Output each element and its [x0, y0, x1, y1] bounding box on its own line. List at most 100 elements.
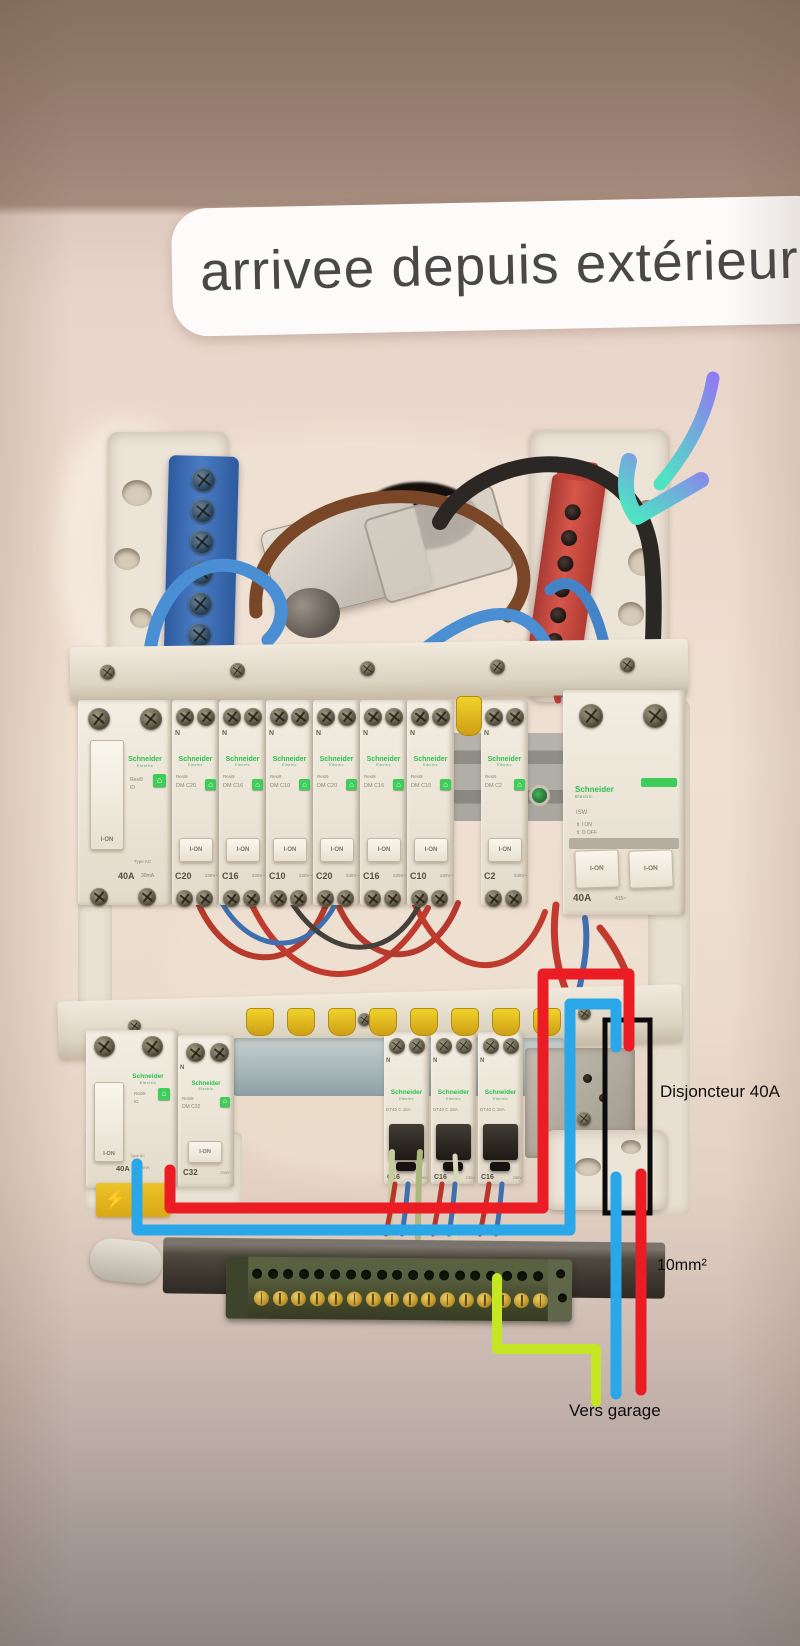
sensitivity-label: 30mA	[141, 873, 155, 879]
terminal-screw	[432, 708, 450, 726]
schneider-electric-label: Electric	[139, 1080, 157, 1085]
bottom-screw	[196, 890, 213, 907]
voltage-label: 230V~	[392, 873, 406, 878]
schneider-logo: Schneider	[437, 1089, 470, 1096]
destination-label: Vers garage	[569, 1401, 661, 1420]
schneider-electric-label: Electric	[575, 794, 593, 799]
eco-badge-icon	[440, 779, 451, 790]
model-label: DM C16	[223, 783, 244, 789]
rating-label: 40A	[116, 1164, 130, 1173]
model-label: ID	[130, 785, 135, 791]
green-stripe	[641, 778, 677, 787]
toggle-tab	[443, 1162, 463, 1171]
model-label: DT40 C 16A	[386, 1107, 411, 1112]
series-label: Resi9	[176, 774, 188, 779]
schneider-logo: Schneider	[413, 756, 448, 763]
schneider-electric-label: Electric	[235, 763, 250, 767]
bottom-screw	[337, 890, 354, 907]
series-label: Resi9	[223, 774, 235, 779]
terminal-screw	[643, 704, 667, 728]
red-jumper-wire	[335, 900, 461, 958]
voltage-label: 230V~	[204, 873, 218, 878]
neutral-mark: N	[269, 730, 275, 737]
neutral-mark: N	[484, 730, 490, 737]
type-label: Type AC	[134, 859, 152, 864]
main-switch-40a: Schneider Electric ISW I ON O OFF I-ON I…	[563, 690, 685, 915]
off-indicator: O OFF	[576, 830, 597, 836]
bottom-screw	[364, 890, 381, 907]
terminal-screw	[270, 708, 288, 726]
breaker-toggle: I-ON	[367, 838, 401, 862]
neutral-mark: N	[175, 730, 181, 737]
eco-badge-icon	[252, 779, 263, 790]
eco-badge-icon	[393, 779, 404, 790]
terminal-screw	[483, 1038, 499, 1054]
schneider-logo: Schneider	[225, 756, 260, 763]
din-end-stop	[456, 696, 482, 736]
busbar-tooth	[410, 1008, 438, 1036]
terminal-screw	[411, 708, 429, 726]
eco-badge-icon	[346, 779, 357, 790]
toggle-tab	[490, 1162, 510, 1171]
neutral-mark: N	[316, 730, 322, 737]
toggle-label: I-ON	[100, 837, 114, 843]
schneider-logo: Schneider	[272, 756, 307, 763]
voltage-label: 230V~	[439, 873, 453, 878]
schneider-logo: Schneider	[575, 785, 614, 794]
lightning-icon: ⚡	[104, 1189, 127, 1209]
schneider-logo: Schneider	[178, 756, 213, 763]
hand-drawn-arrow-shaft	[653, 371, 720, 491]
bracket-hole	[130, 608, 152, 628]
schneider-electric-label: Electric	[282, 763, 297, 767]
series-label: Resi9	[364, 774, 376, 779]
voltage-label: 230V~	[251, 873, 265, 878]
rating-label: C16	[222, 871, 239, 881]
schneider-electric-label: Electric	[399, 1097, 414, 1101]
series-label: Resi9	[134, 1091, 146, 1096]
bottom-screw	[90, 888, 108, 906]
rating-label: C20	[316, 871, 333, 881]
schneider-logo: Schneider	[319, 756, 354, 763]
terminal-screw	[176, 708, 194, 726]
schneider-logo: Schneider	[191, 1081, 221, 1087]
model-label: ID	[134, 1099, 139, 1104]
model-label: DM C20	[317, 783, 338, 789]
breaker-toggle: I-ON	[226, 838, 260, 862]
bottom-screw	[431, 890, 448, 907]
voltage-label: 230V~	[220, 1170, 232, 1175]
test-indicator	[532, 788, 547, 803]
bottom-screw	[485, 890, 502, 907]
toggle-tab	[396, 1162, 416, 1171]
terminal-screw	[485, 708, 503, 726]
model-label: DM C2	[485, 783, 503, 789]
green-annotation-line	[492, 1273, 601, 1407]
model-label: DM C16	[364, 783, 385, 789]
breaker-toggle: I-ON	[273, 838, 307, 862]
rating-label: C16	[481, 1174, 494, 1181]
terminal-screw	[364, 708, 382, 726]
terminal-screw	[317, 708, 335, 726]
series-label: Resi9	[182, 1096, 194, 1101]
terminal-screw	[291, 708, 309, 726]
terminal-screw	[88, 708, 110, 730]
dark-jumper-wire	[289, 900, 423, 950]
terminal-screw	[94, 1036, 115, 1057]
series-label: Resi9	[270, 774, 282, 779]
rating-label: 40A	[573, 893, 592, 904]
red-annotation-line	[164, 968, 635, 1214]
bracket-hole	[618, 602, 644, 626]
neutral-mark: N	[222, 730, 228, 737]
caption-bubble: arrivee depuis extérieur	[170, 195, 800, 337]
bottom-screw	[505, 890, 522, 907]
busbar-tooth	[287, 1008, 315, 1036]
hand-drawn-arrow-head	[617, 453, 709, 525]
terminal-screw	[456, 1038, 472, 1054]
breaker-toggle: I-ON	[179, 838, 213, 862]
rating-label: C32	[183, 1168, 198, 1177]
